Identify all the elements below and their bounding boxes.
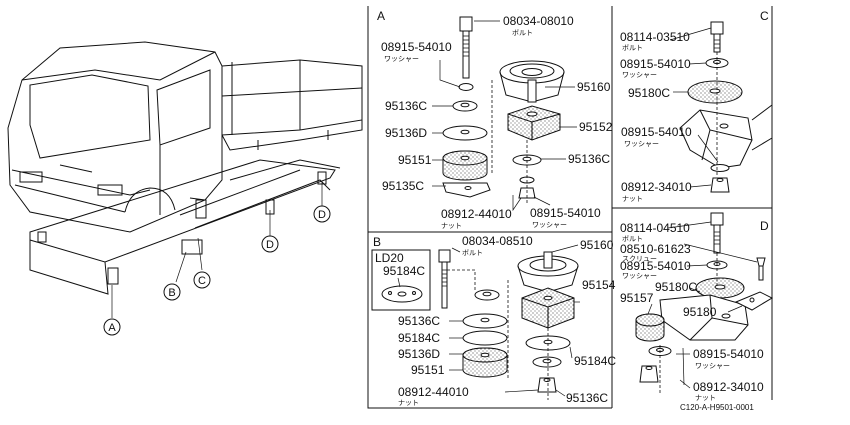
panel-a-nut-label: 08912-44010 [441,207,512,221]
panel-d-washer2-kana: ワッシャー [695,362,730,370]
callout-b-text: B [168,287,175,299]
panel-b-inset [371,249,431,311]
panel-c: C 08114-03510 ボルト 08915-54010 ワッシャー 9518 [620,9,773,203]
panel-a-bolt-label: 08034-08010 [503,14,574,28]
panel-a-washer-kana: ワッシャー [384,55,419,63]
panel-c-95180c-label: 95180C [628,86,670,100]
panel-d-bolt-label: 08114-04510 [620,221,690,235]
panel-d-95157-label: 95157 [620,291,654,305]
callout-d-2-text: D [318,209,326,221]
panel-b-bolt-label: 08034-08510 [462,234,533,248]
panel-d-bolt-kana: ボルト [622,235,643,243]
panel-a-washer-label: 08915-54010 [381,40,452,54]
panel-a-95151-label: 95151 [398,153,432,167]
panel-b-95136d-label: 95136D [398,347,440,361]
panel-a-95135c-label: 95135C [382,179,424,193]
panel-d-nut-kana: ナット [695,394,716,402]
panel-c-bolt-label: 08114-03510 [620,30,690,44]
panel-a-95136c-b-label: 95136C [568,152,610,166]
panel-d-nut-label: 08912-34010 [693,380,764,394]
callout-a: A [103,318,121,336]
panel-a-washer2-label: 08915-54010 [530,206,601,220]
panel-b-95184c-label: 95184C [398,331,440,345]
panel-b-inset-title: LD20 [375,251,404,265]
panel-a-washer2-kana: ワッシャー [532,221,567,229]
panel-b-nut-kana: ナット [398,399,419,407]
panel-c-washer-kana: ワッシャー [622,71,657,79]
panel-a-bolt-kana: ボルト [512,29,533,37]
panel-d-95180-label: 95180 [683,305,717,319]
panel-d-letter: D [760,219,769,233]
panel-d-washer-label: 08915-54010 [620,259,691,273]
truck-illustration [7,41,363,318]
panel-c-bolt-kana: ボルト [622,44,643,52]
panel-d-screw-label: 08510-61623 [620,242,691,256]
panel-a-95160-label: 95160 [577,80,611,94]
callout-c-text: C [198,275,206,287]
callout-d-2: D [313,205,331,223]
panel-a-nut-kana: ナット [441,222,462,230]
panel-c-washer2-label: 08915-54010 [621,125,692,139]
panel-frames [367,6,773,409]
panel-b-95160-label: 95160 [580,238,614,252]
panel-c-washer-label: 08915-54010 [620,57,691,71]
callout-d-1-text: D [266,239,274,251]
panel-b-nut-label: 08912-44010 [398,385,469,399]
panel-a-letter: A [377,9,385,23]
panel-b-inset-part: 95184C [383,264,425,278]
panel-d-washer-kana: ワッシャー [622,272,657,280]
panel-b-95136c-b2-label: 95136C [566,391,608,405]
callout-a-text: A [108,322,116,334]
panel-a-bolt-shank [462,30,470,79]
panel-b-95136c-label: 95136C [398,314,440,328]
panel-b: B LD20 95184C [371,234,616,407]
panel-a-95136d-label: 95136D [385,126,427,140]
panel-c-nut-kana: ナット [622,195,643,203]
panel-b-95184c-b-label: 95184C [574,354,616,368]
panel-b-95154-label: 95154 [582,278,616,292]
figure-code: C120-A-H9501-0001 [680,403,754,412]
callout-b: B [163,283,181,301]
panel-d-95180c-label: 95180C [655,280,697,294]
panel-b-letter: B [373,235,381,249]
panel-b-95151-label: 95151 [411,363,445,377]
panel-c-nut-label: 08912-34010 [621,180,692,194]
panel-a: A [377,9,613,230]
panel-c-letter: C [760,9,769,23]
panel-a-bolt-head [459,16,473,32]
panel-c-washer2-kana: ワッシャー [624,140,659,148]
callout-c: C [193,271,211,289]
panel-b-bolt-kana: ボルト [462,249,483,257]
panel-d: D [620,212,774,402]
panel-d-washer2-label: 08915-54010 [693,347,764,361]
callout-d-1: D [261,235,279,253]
panel-a-95136c-label: 95136C [385,99,427,113]
panel-d-screw-kana: スクリュー [622,255,657,263]
panel-a-95152-label: 95152 [579,120,613,134]
